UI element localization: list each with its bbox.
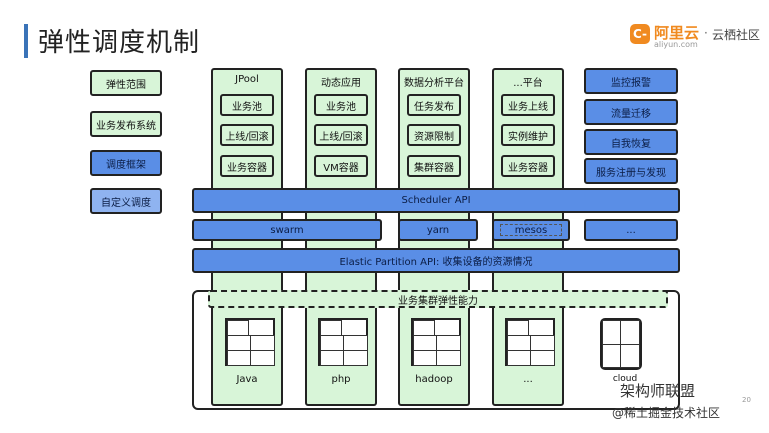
- right-box-traffic-migration: 流量迁移: [584, 99, 678, 125]
- column-item: 资源限制: [407, 124, 461, 146]
- scheduler-swarm: swarm: [192, 219, 382, 241]
- watermark-line2: @稀土掘金技术社区: [612, 406, 721, 420]
- column-item: 任务发布: [407, 94, 461, 116]
- column-item: 业务池: [220, 94, 274, 116]
- left-box-scheduling-framework: 调度框架: [90, 150, 162, 176]
- runtime-label-hadoop: hadoop: [415, 374, 453, 385]
- column-item: 业务上线: [501, 94, 555, 116]
- column-item: 上线/回滚: [220, 124, 274, 146]
- right-box-monitoring: 监控报警: [584, 68, 678, 94]
- right-box-self-recovery: 自我恢复: [584, 129, 678, 155]
- logo-community: 云栖社区: [712, 28, 761, 42]
- column-title: 数据分析平台: [404, 78, 464, 89]
- column-item: VM容器: [314, 155, 368, 177]
- aliyun-logo-icon: C-: [630, 24, 650, 44]
- resource-grid-hadoop: [411, 318, 461, 366]
- column-item: 业务容器: [501, 155, 555, 177]
- resource-grid-cloud: [600, 318, 642, 370]
- resource-grid-other: [505, 318, 555, 366]
- resource-grid-php: [318, 318, 368, 366]
- aliyun-logo: C- 阿里云 aliyun.com · 云栖社区: [630, 22, 760, 50]
- left-box-custom-scheduling: 自定义调度: [90, 188, 162, 214]
- column-title: JPool: [235, 74, 259, 85]
- cluster-elasticity-bar: 业务集群弹性能力: [208, 290, 668, 308]
- left-box-elastic-range: 弹性范围: [90, 70, 162, 96]
- scheduler-api-bar: Scheduler API: [192, 188, 680, 213]
- column-title: 动态应用: [321, 78, 361, 89]
- runtime-label-cloud: cloud: [612, 374, 638, 384]
- logo-domain: aliyun.com: [654, 40, 698, 49]
- column-item: 业务池: [314, 94, 368, 116]
- runtime-label-other: ...: [523, 374, 533, 385]
- column-item: 上线/回滚: [314, 124, 368, 146]
- resource-grid-java: [225, 318, 275, 366]
- left-box-release-system: 业务发布系统: [90, 111, 162, 137]
- scheduler-mesos-label: mesos: [500, 224, 562, 236]
- watermark-line1: 架构师联盟: [620, 382, 696, 400]
- runtime-label-java: Java: [236, 374, 258, 385]
- title-accent-bar: [24, 24, 28, 58]
- logo-separator: ·: [704, 26, 708, 40]
- column-item: 集群容器: [407, 155, 461, 177]
- page-title: 弹性调度机制: [38, 28, 201, 58]
- page-number: 20: [742, 396, 751, 404]
- scheduler-mesos: mesos: [492, 219, 570, 241]
- column-item: 业务容器: [220, 155, 274, 177]
- scheduler-more: ...: [584, 219, 678, 241]
- scheduler-yarn: yarn: [398, 219, 478, 241]
- elastic-partition-api-bar: Elastic Partition API: 收集设备的资源情况: [192, 248, 680, 273]
- right-box-service-discovery: 服务注册与发现: [584, 158, 678, 184]
- column-item: 实例维护: [501, 124, 555, 146]
- logo-brand: 阿里云: [654, 24, 700, 42]
- runtime-label-php: php: [331, 374, 351, 385]
- column-title: ...平台: [513, 78, 543, 89]
